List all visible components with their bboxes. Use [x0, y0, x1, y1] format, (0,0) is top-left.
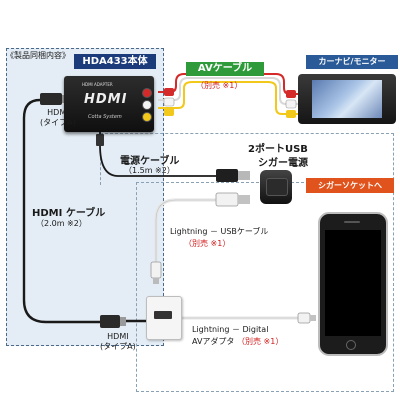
- adapter-hdmi-port: [154, 311, 172, 319]
- hdmi-top-line2: (タイプA): [40, 118, 76, 127]
- hdmi-type-a-bottom-label: HDMI (タイプA): [100, 332, 136, 352]
- bundle-contents-label: 《製品同梱内容》: [6, 51, 70, 60]
- cigarette-socket-tag: シガーソケットへ: [306, 178, 394, 193]
- hdmi-cable-spec: （2.0m ※2）: [36, 219, 87, 228]
- hda433-title: HDA433本体: [74, 54, 156, 69]
- car-nav-title: カーナビ/モニター: [306, 55, 398, 69]
- av-cable-yellow: [158, 81, 300, 115]
- rca-jack-white: [142, 100, 152, 110]
- hdmi-cable-top: [22, 98, 100, 324]
- monitor-screen: [312, 80, 382, 118]
- hdmi-bottom-line2: (タイプA): [100, 342, 136, 351]
- iphone-home-button: [346, 340, 356, 350]
- hdmi-type-a-top-label: HDMI (タイプA): [40, 108, 76, 128]
- lightning-adapter-line2: AVアダプタ （別売 ※1）: [192, 336, 283, 347]
- device-top-text: HDMI ADAPTER: [82, 82, 113, 87]
- lightning-usb-note: （別売 ※1）: [184, 239, 231, 248]
- hdmi-plug-top: [40, 93, 62, 105]
- hdmi-adapter-device: HDMI ADAPTER HDMI Cotta System: [64, 76, 154, 132]
- usb-charger-line2: シガー電源: [258, 158, 308, 169]
- lightning-adapter-note: （別売 ※1）: [236, 337, 284, 346]
- hdmi-cable-title: HDMI ケーブル: [32, 208, 106, 219]
- hdmi-plug-bottom: [100, 315, 120, 328]
- iphone: [318, 212, 388, 356]
- rca-jack-red: [142, 88, 152, 98]
- usb-plug-power: [216, 169, 238, 182]
- usb-plug-lightning: [215, 192, 239, 207]
- av-cable-white: [158, 77, 300, 105]
- hdmi-bottom-line1: HDMI: [107, 332, 129, 341]
- usb-cigarette-charger: [260, 170, 292, 204]
- lightning-adapter-line1: Lightning － Digital: [192, 325, 269, 334]
- iphone-speaker: [344, 221, 360, 223]
- rca-jack-yellow: [142, 112, 152, 122]
- lightning-usb-title: Lightning － USBケーブル: [170, 227, 269, 236]
- rca-plugs-left: [163, 88, 175, 116]
- rca-plugs-right: [285, 90, 297, 118]
- av-cable-title: AVケーブル: [186, 62, 264, 76]
- av-cable-note: （別売 ※1）: [196, 81, 243, 90]
- device-brand: Cotta System: [88, 114, 122, 120]
- power-cable-spec: （1.5m ※2）: [124, 166, 175, 175]
- charger-ports: [266, 178, 288, 196]
- lightning-digital-av-adapter: [146, 296, 182, 340]
- lightning-adapter-name: AVアダプタ: [192, 337, 235, 346]
- power-cable-title: 電源ケーブル: [120, 156, 180, 167]
- lightning-plug-small: [150, 261, 162, 279]
- usb-charger-line1: 2ポートUSB: [248, 144, 308, 155]
- device-hdmi-logo: HDMI: [84, 92, 128, 107]
- hdmi-top-line1: HDMI: [47, 108, 69, 117]
- car-nav-monitor: [298, 74, 396, 124]
- iphone-screen: [325, 230, 381, 336]
